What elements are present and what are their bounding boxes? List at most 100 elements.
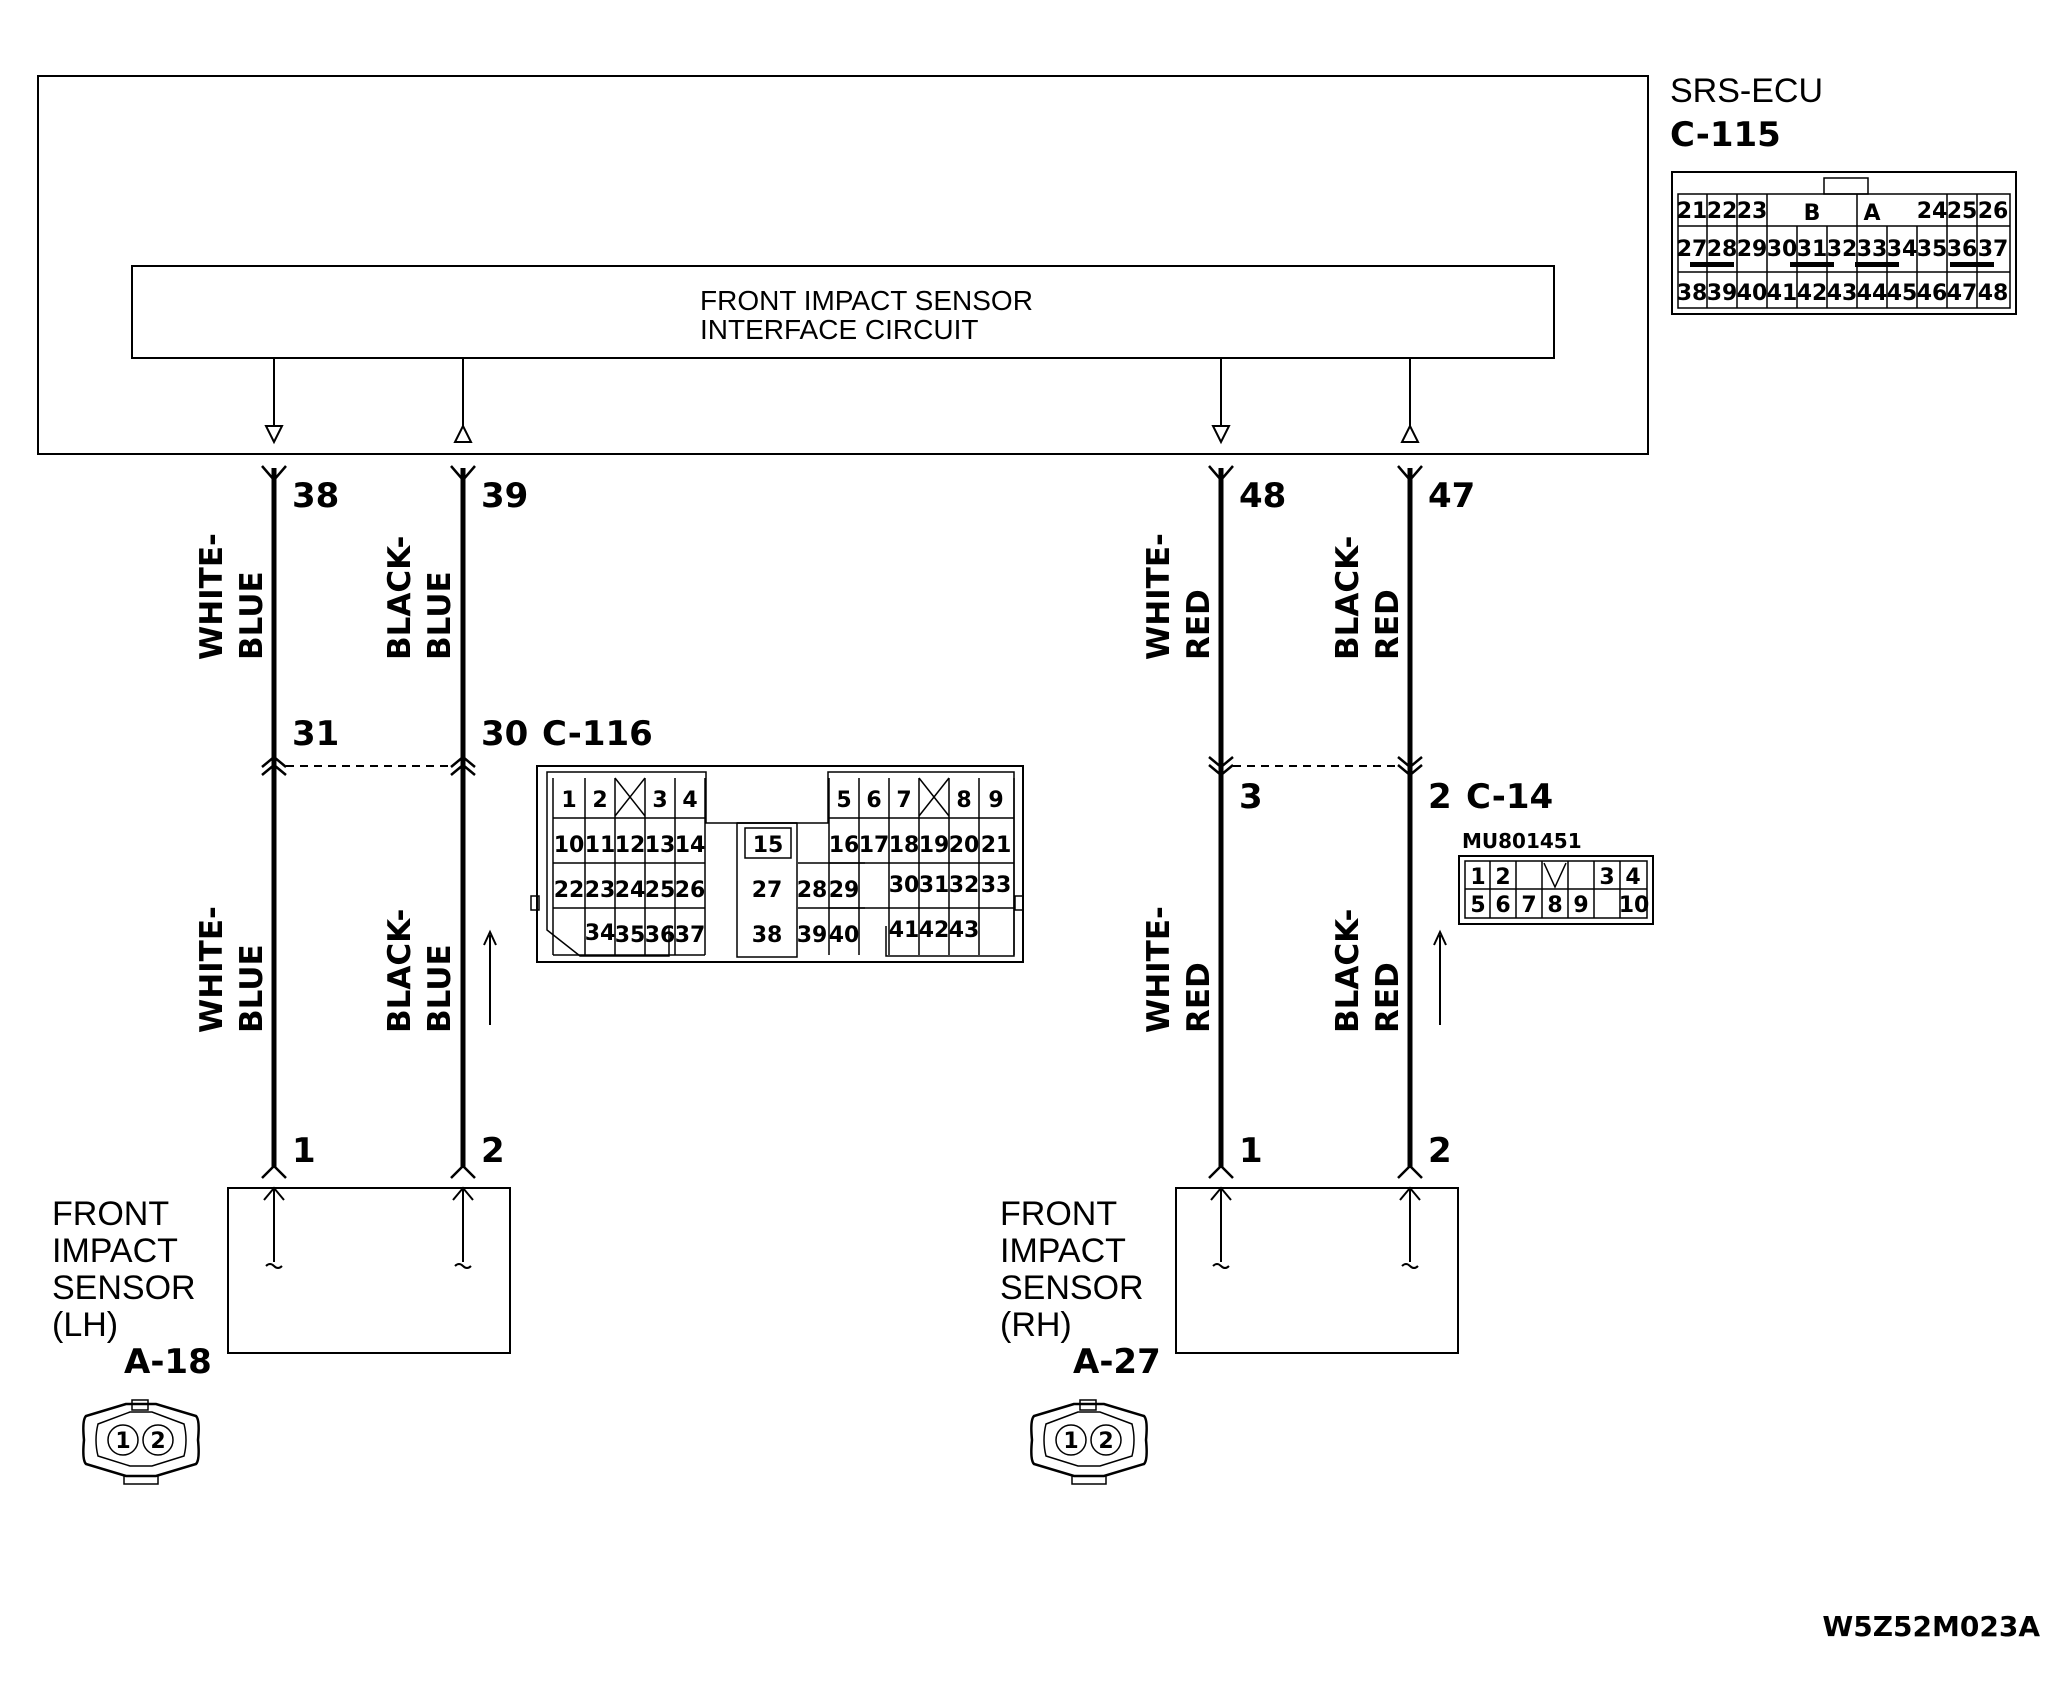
- c116-pin: 40: [829, 923, 860, 948]
- c14-pin: 7: [1521, 893, 1536, 918]
- wire4-color-upper-line2: RED: [1370, 589, 1406, 660]
- c115-pin: 38: [1677, 281, 1708, 306]
- c116-connector-name: C-116: [542, 714, 653, 754]
- c14-connector-face: 1 2 3 4 5 6 7 8 9 10: [1458, 855, 1654, 925]
- c115-pin: 23: [1737, 199, 1768, 224]
- c115-pin: 29: [1737, 237, 1768, 262]
- wire3-sensor-pin: 1: [1239, 1131, 1263, 1171]
- c115-pin: 43: [1827, 281, 1858, 306]
- interface-circuit-label-line1: FRONT IMPACT SENSOR: [700, 285, 1033, 316]
- c115-pin: 37: [1978, 237, 2009, 262]
- wire3-color-lower-line2: RED: [1181, 962, 1217, 1033]
- c116-pin: 8: [956, 788, 971, 813]
- sensor-rh-terminals: [1210, 1186, 1421, 1269]
- c116-pin: 6: [866, 788, 881, 813]
- c116-pin: 39: [797, 923, 828, 948]
- c116-pin: 5: [836, 788, 851, 813]
- c115-pin: 47: [1947, 281, 1978, 306]
- c115-pin: 24: [1917, 199, 1948, 224]
- sensor-rh-box: [1175, 1187, 1459, 1354]
- wire1-sensor-pin: 1: [292, 1131, 316, 1171]
- c116-pin: 7: [896, 788, 911, 813]
- c116-pin: 24: [615, 878, 646, 903]
- srs-ecu-box: [37, 75, 1649, 455]
- sensor-lh-pin: 1: [115, 1429, 130, 1454]
- sensor-rh-pin: 2: [1098, 1429, 1113, 1454]
- c116-pin: 2: [592, 788, 607, 813]
- c14-pin: 6: [1495, 893, 1510, 918]
- wire1-ecu-pin: 38: [292, 476, 339, 516]
- wire4-color-lower-line2: RED: [1370, 962, 1406, 1033]
- interface-circuit-box: [131, 265, 1555, 359]
- c14-pin: 2: [1495, 865, 1510, 890]
- wire2-color-lower-line2: BLUE: [422, 944, 458, 1033]
- c116-pin: 13: [645, 833, 676, 858]
- c116-pin: 31: [919, 873, 950, 898]
- c116-pin: 11: [585, 833, 616, 858]
- c115-pin: A: [1863, 201, 1880, 226]
- c116-pin: 19: [919, 833, 950, 858]
- sensor-rh-pin: 1: [1063, 1429, 1078, 1454]
- wire1-color-lower-line2: BLUE: [234, 944, 270, 1033]
- c116-pin: 36: [645, 923, 676, 948]
- c115-pin: 35: [1917, 237, 1948, 262]
- sensor-lh-connector-face: 1 2: [82, 1399, 200, 1485]
- sensor-lh-box: [227, 1187, 511, 1354]
- sensor-rh-label-line1: FRONT: [1000, 1195, 1117, 1233]
- wire1-color-upper-line2: BLUE: [234, 571, 270, 660]
- c115-pin: 42: [1797, 281, 1828, 306]
- c116-pin: 23: [585, 878, 616, 903]
- c115-pin: 30: [1767, 237, 1798, 262]
- wire-harness: [261, 465, 1447, 1179]
- c116-pin: 30: [889, 873, 920, 898]
- c116-pin: 3: [652, 788, 667, 813]
- c115-pin: 34: [1887, 237, 1918, 262]
- c116-pin: 38: [752, 923, 783, 948]
- sensor-rh-connector-face: 1 2: [1030, 1399, 1148, 1485]
- c116-pin: 10: [554, 833, 585, 858]
- wire1-color-upper-line1: WHITE-: [194, 533, 230, 660]
- c116-pin: 41: [889, 918, 920, 943]
- c116-pin: 14: [675, 833, 706, 858]
- c115-pin: 32: [1827, 237, 1858, 262]
- wire2-color-lower-line1: BLACK-: [382, 909, 418, 1033]
- wire2-ecu-pin: 39: [481, 476, 528, 516]
- c116-pin: 20: [949, 833, 980, 858]
- c116-pin: 15: [753, 833, 784, 858]
- wire3-junction-pin: 3: [1239, 777, 1263, 817]
- c115-pin: 36: [1947, 237, 1978, 262]
- sensor-lh-label-line4: (LH): [52, 1306, 118, 1344]
- sensor-rh-label-line3: SENSOR: [1000, 1269, 1144, 1307]
- c115-pin: 46: [1917, 281, 1948, 306]
- c116-pin: 16: [829, 833, 860, 858]
- c14-pin: 5: [1470, 893, 1485, 918]
- c116-pin: 34: [585, 921, 616, 946]
- c115-pin: 48: [1978, 281, 2009, 306]
- sensor-lh-pin: 2: [150, 1429, 165, 1454]
- c116-pin: 22: [554, 878, 585, 903]
- c14-pin: 1: [1470, 865, 1485, 890]
- c115-pin: 33: [1857, 237, 1888, 262]
- wire2-color-upper-line1: BLACK-: [382, 536, 418, 660]
- c116-pin: 42: [919, 918, 950, 943]
- sensor-rh-label-line2: IMPACT: [1000, 1232, 1126, 1270]
- c14-connector-name: C-14: [1466, 777, 1553, 817]
- wire4-color-lower-line1: BLACK-: [1330, 909, 1366, 1033]
- ecu-connector-name: C-115: [1670, 115, 1781, 155]
- sensor-lh-terminals: [263, 1186, 474, 1269]
- c116-pin: 28: [797, 878, 828, 903]
- wire3-ecu-pin: 48: [1239, 476, 1286, 516]
- c116-connector-face: 1 2 3 4 5 6 7 8 9 10 11 12 13 14 15 16 1…: [530, 765, 1024, 963]
- c14-pin: 3: [1599, 865, 1614, 890]
- ecu-name: SRS-ECU: [1670, 72, 1823, 110]
- c116-pin: 21: [981, 833, 1012, 858]
- wire2-junction-pin: 30: [481, 714, 528, 754]
- sensor-rh-connector-name: A-27: [1073, 1342, 1161, 1382]
- c116-pin: 32: [949, 873, 980, 898]
- wire3-color-lower-line1: WHITE-: [1141, 906, 1177, 1033]
- c115-pin: 45: [1887, 281, 1918, 306]
- c115-pin: 44: [1857, 281, 1888, 306]
- c116-pin: 25: [645, 878, 676, 903]
- c14-pin: 8: [1547, 893, 1562, 918]
- c115-pin: 27: [1677, 237, 1708, 262]
